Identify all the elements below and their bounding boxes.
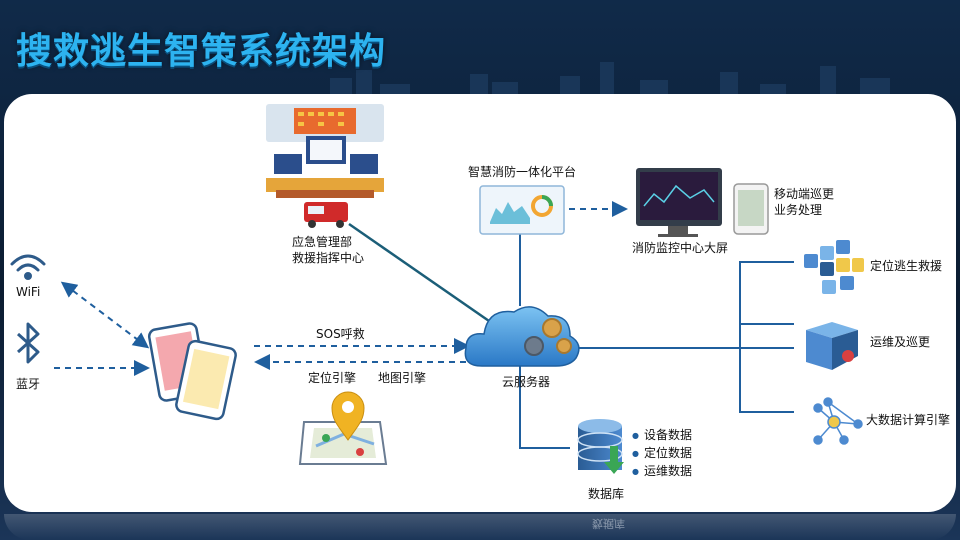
service-maintenance-label: 运维及巡更 bbox=[870, 335, 931, 349]
sos-label: SOS呼救 bbox=[316, 327, 365, 341]
reflection-text: 数据库 bbox=[592, 517, 625, 530]
platform-label: 智慧消防一体化平台 bbox=[468, 165, 577, 179]
database-label: 数据库 bbox=[588, 487, 625, 501]
tablet-icon bbox=[733, 183, 769, 235]
database-icon bbox=[577, 419, 624, 474]
monitor-screen-icon bbox=[636, 168, 722, 237]
platform-dashboard-icon bbox=[479, 185, 565, 235]
bluetooth-icon bbox=[16, 322, 40, 364]
db-item-positioning: 定位数据 bbox=[632, 444, 692, 461]
diagram-canvas bbox=[10, 104, 864, 474]
positioning-blocks-icon bbox=[804, 240, 864, 294]
smartphones-icon bbox=[147, 322, 237, 421]
mobile-label-1: 移动端巡更 bbox=[774, 187, 835, 201]
network-graph-icon bbox=[813, 397, 863, 445]
map-engine-label: 地图引擎 bbox=[378, 371, 427, 385]
page-title: 搜救逃生智策系统架构 bbox=[16, 31, 387, 72]
wifi-icon bbox=[10, 254, 46, 280]
wifi-label: WiFi bbox=[16, 285, 41, 299]
cloud-server-label: 云服务器 bbox=[502, 375, 551, 389]
emergency-center-label-1: 应急管理部 bbox=[292, 235, 353, 249]
big-screen-label: 消防监控中心大屏 bbox=[632, 241, 729, 255]
db-item-maintenance: 运维数据 bbox=[632, 462, 692, 479]
diagram-panel: 应急管理部 救援指挥中心 智慧消防一体化平台 消防监控中心大屏 移动端巡更 业务… bbox=[4, 94, 956, 512]
maintenance-box-icon bbox=[806, 322, 858, 370]
panel-reflection bbox=[4, 514, 956, 540]
bluetooth-label: 蓝牙 bbox=[16, 377, 41, 391]
command-center-icon bbox=[266, 104, 384, 228]
mobile-label-2: 业务处理 bbox=[774, 203, 823, 217]
service-positioning-label: 定位逃生救援 bbox=[870, 259, 943, 273]
cloud-server-icon bbox=[464, 306, 580, 367]
db-item-device: 设备数据 bbox=[632, 426, 692, 443]
service-bigdata-label: 大数据计算引擎 bbox=[866, 413, 951, 427]
map-location-icon bbox=[298, 391, 388, 465]
connection-lines bbox=[348, 222, 794, 449]
emergency-center-label-2: 救援指挥中心 bbox=[292, 251, 365, 265]
positioning-engine-label: 定位引擎 bbox=[308, 371, 357, 385]
